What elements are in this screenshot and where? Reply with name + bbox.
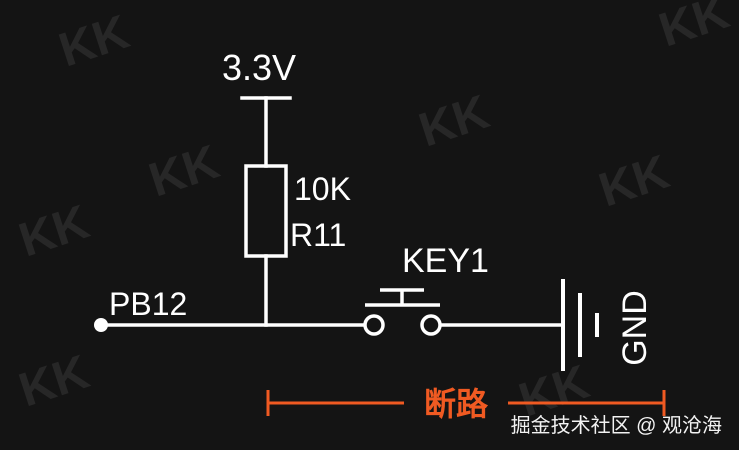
pin-label: PB12 — [109, 286, 187, 322]
switch-contact-right — [420, 314, 442, 336]
open-circuit-label: 断路 — [424, 386, 489, 422]
watermark-layer: KK KK KK KK KK KK KK KK — [13, 0, 736, 427]
watermark-logo: KK — [413, 86, 496, 158]
resistor-ref-label: R11 — [290, 217, 346, 253]
watermark-logo: KK — [53, 6, 136, 78]
switch-label: KEY1 — [402, 242, 489, 280]
watermark-logo: KK — [13, 196, 96, 268]
watermark-logo: KK — [13, 346, 96, 418]
resistor-value-label: 10K — [294, 171, 351, 207]
supply-label: 3.3V — [222, 47, 296, 88]
switch-contact-left — [363, 314, 385, 336]
switch-key1 — [363, 288, 442, 336]
credit-watermark: 掘金技术社区 @ 观沧海 — [511, 414, 722, 437]
open-circuit-indicator — [266, 390, 666, 416]
resistor-r11 — [244, 164, 288, 258]
watermark-logo: KK — [143, 136, 226, 208]
watermark-logo: KK — [593, 146, 676, 218]
ground-label: GND — [616, 290, 654, 366]
pin-pb12-terminal — [94, 318, 108, 332]
ground-symbol — [561, 279, 599, 371]
watermark-logo: KK — [653, 0, 736, 57]
